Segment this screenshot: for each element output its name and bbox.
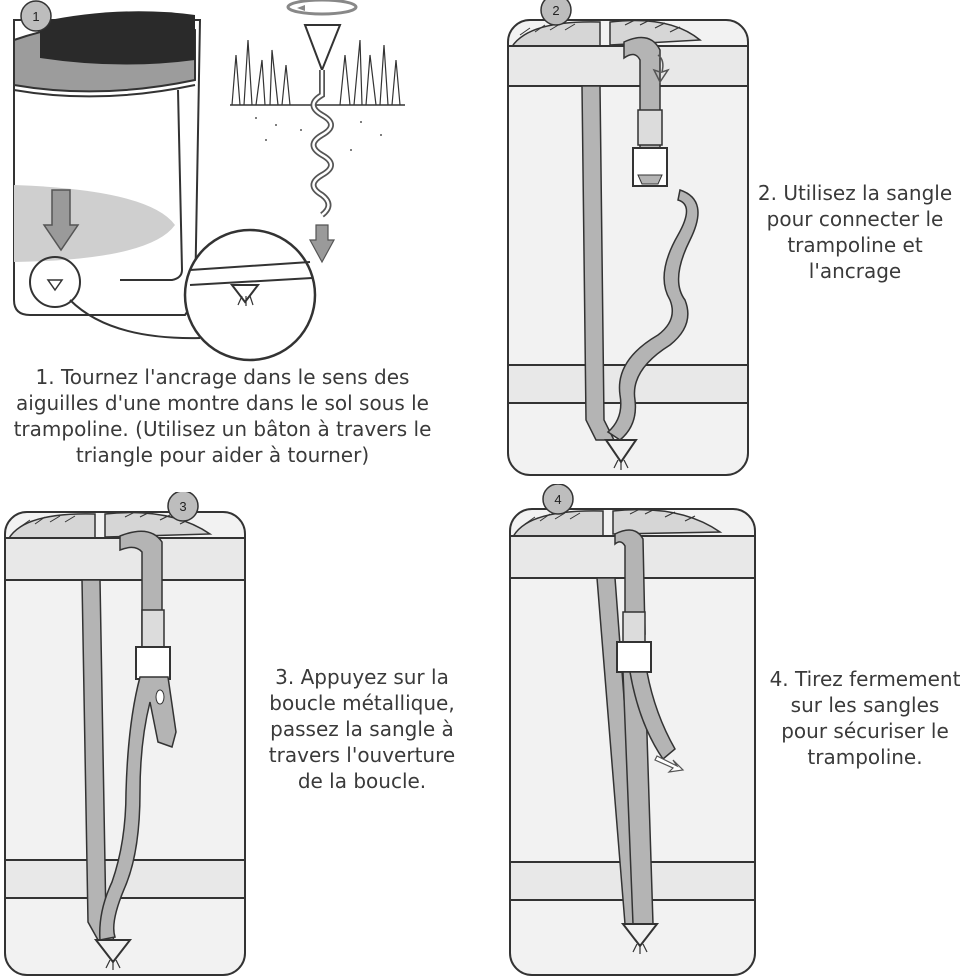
step-3-illustration: 3 [4, 492, 246, 976]
step-4-badge: 4 [542, 484, 574, 515]
step-2-badge: 2 [540, 0, 572, 26]
step-2-illustration: 2 [507, 0, 749, 476]
step-4-illustration: 4 [509, 484, 756, 976]
step-1-caption: 1. Tournez l'ancrage dans le sens des ai… [13, 365, 432, 467]
step-2-number: 2 [552, 3, 559, 18]
ground-anchor-icon [230, 0, 405, 264]
pull-arrow-icon [654, 755, 685, 773]
step-4-number: 4 [554, 492, 561, 507]
down-arrow-icon [42, 189, 80, 252]
step-1-badge: 1 [20, 0, 52, 32]
step-1-illustration: 1 [13, 0, 405, 362]
step-3-caption: 3. Appuyez sur la boucle métallique, pas… [268, 665, 456, 793]
step-3-badge: 3 [167, 492, 199, 522]
step-1-number: 1 [32, 9, 39, 24]
step-3-number: 3 [179, 499, 186, 514]
step-2-caption: 2. Utilisez la sangle pour connecter le … [757, 181, 953, 283]
step-4-caption: 4. Tirez fermement sur les sangles pour … [769, 667, 961, 769]
